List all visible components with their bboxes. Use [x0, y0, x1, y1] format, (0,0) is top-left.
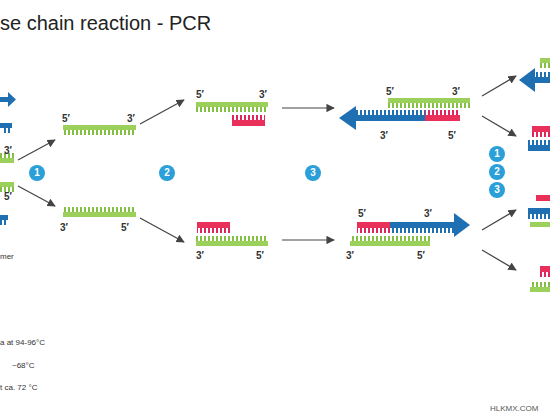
strand-end-label: 5′	[121, 222, 129, 233]
strand-end-label: 3′	[4, 145, 12, 156]
step-number: 1	[494, 149, 500, 159]
process-arrow	[18, 76, 516, 270]
step-circle: 2	[489, 164, 505, 180]
step-number: 3	[310, 168, 316, 178]
diagram-title: se chain reaction - PCR	[0, 12, 211, 35]
strand-end-label: 3′	[452, 86, 460, 97]
strand-end-label: 5′	[448, 130, 456, 141]
strand-end-label: 5′	[196, 89, 204, 100]
step-circle: 1	[489, 146, 505, 162]
strand-end-label: 5′	[256, 250, 264, 261]
step-circle: 3	[305, 165, 321, 181]
step-number: 3	[494, 185, 500, 195]
elongating-strand	[339, 98, 470, 246]
legend-note: mer	[0, 252, 14, 261]
cropped-strands	[0, 92, 16, 225]
step-number: 2	[494, 167, 500, 177]
step-circle: 1	[29, 165, 45, 181]
strand-end-label: 3′	[380, 130, 388, 141]
annealed-primer	[196, 102, 268, 246]
cropped-strands	[519, 58, 550, 292]
strand-end-label: 3′	[196, 250, 204, 261]
dna-strand	[63, 125, 136, 217]
strand-end-label: 5′	[62, 113, 70, 124]
strand-end-label: 3′	[259, 89, 267, 100]
step-number: 1	[34, 168, 40, 178]
strand-end-label: 3′	[424, 208, 432, 219]
strand-end-label: 5′	[417, 250, 425, 261]
strand-end-label: 3′	[346, 250, 354, 261]
legend-note: ~68°C	[12, 361, 35, 370]
step-circle: 2	[159, 165, 175, 181]
strand-end-label: 5′	[4, 191, 12, 202]
step-number: 2	[164, 168, 170, 178]
strand-end-label: 3′	[127, 113, 135, 124]
legend-note: a at 94-96°C	[0, 338, 45, 347]
watermark: HLKMX.COM	[490, 404, 538, 413]
strand-end-label: 5′	[386, 86, 394, 97]
strand-end-label: 5′	[358, 208, 366, 219]
step-circle: 3	[489, 182, 505, 198]
strand-end-label: 3′	[60, 222, 68, 233]
legend-note: t ca. 72 °C	[0, 383, 37, 392]
